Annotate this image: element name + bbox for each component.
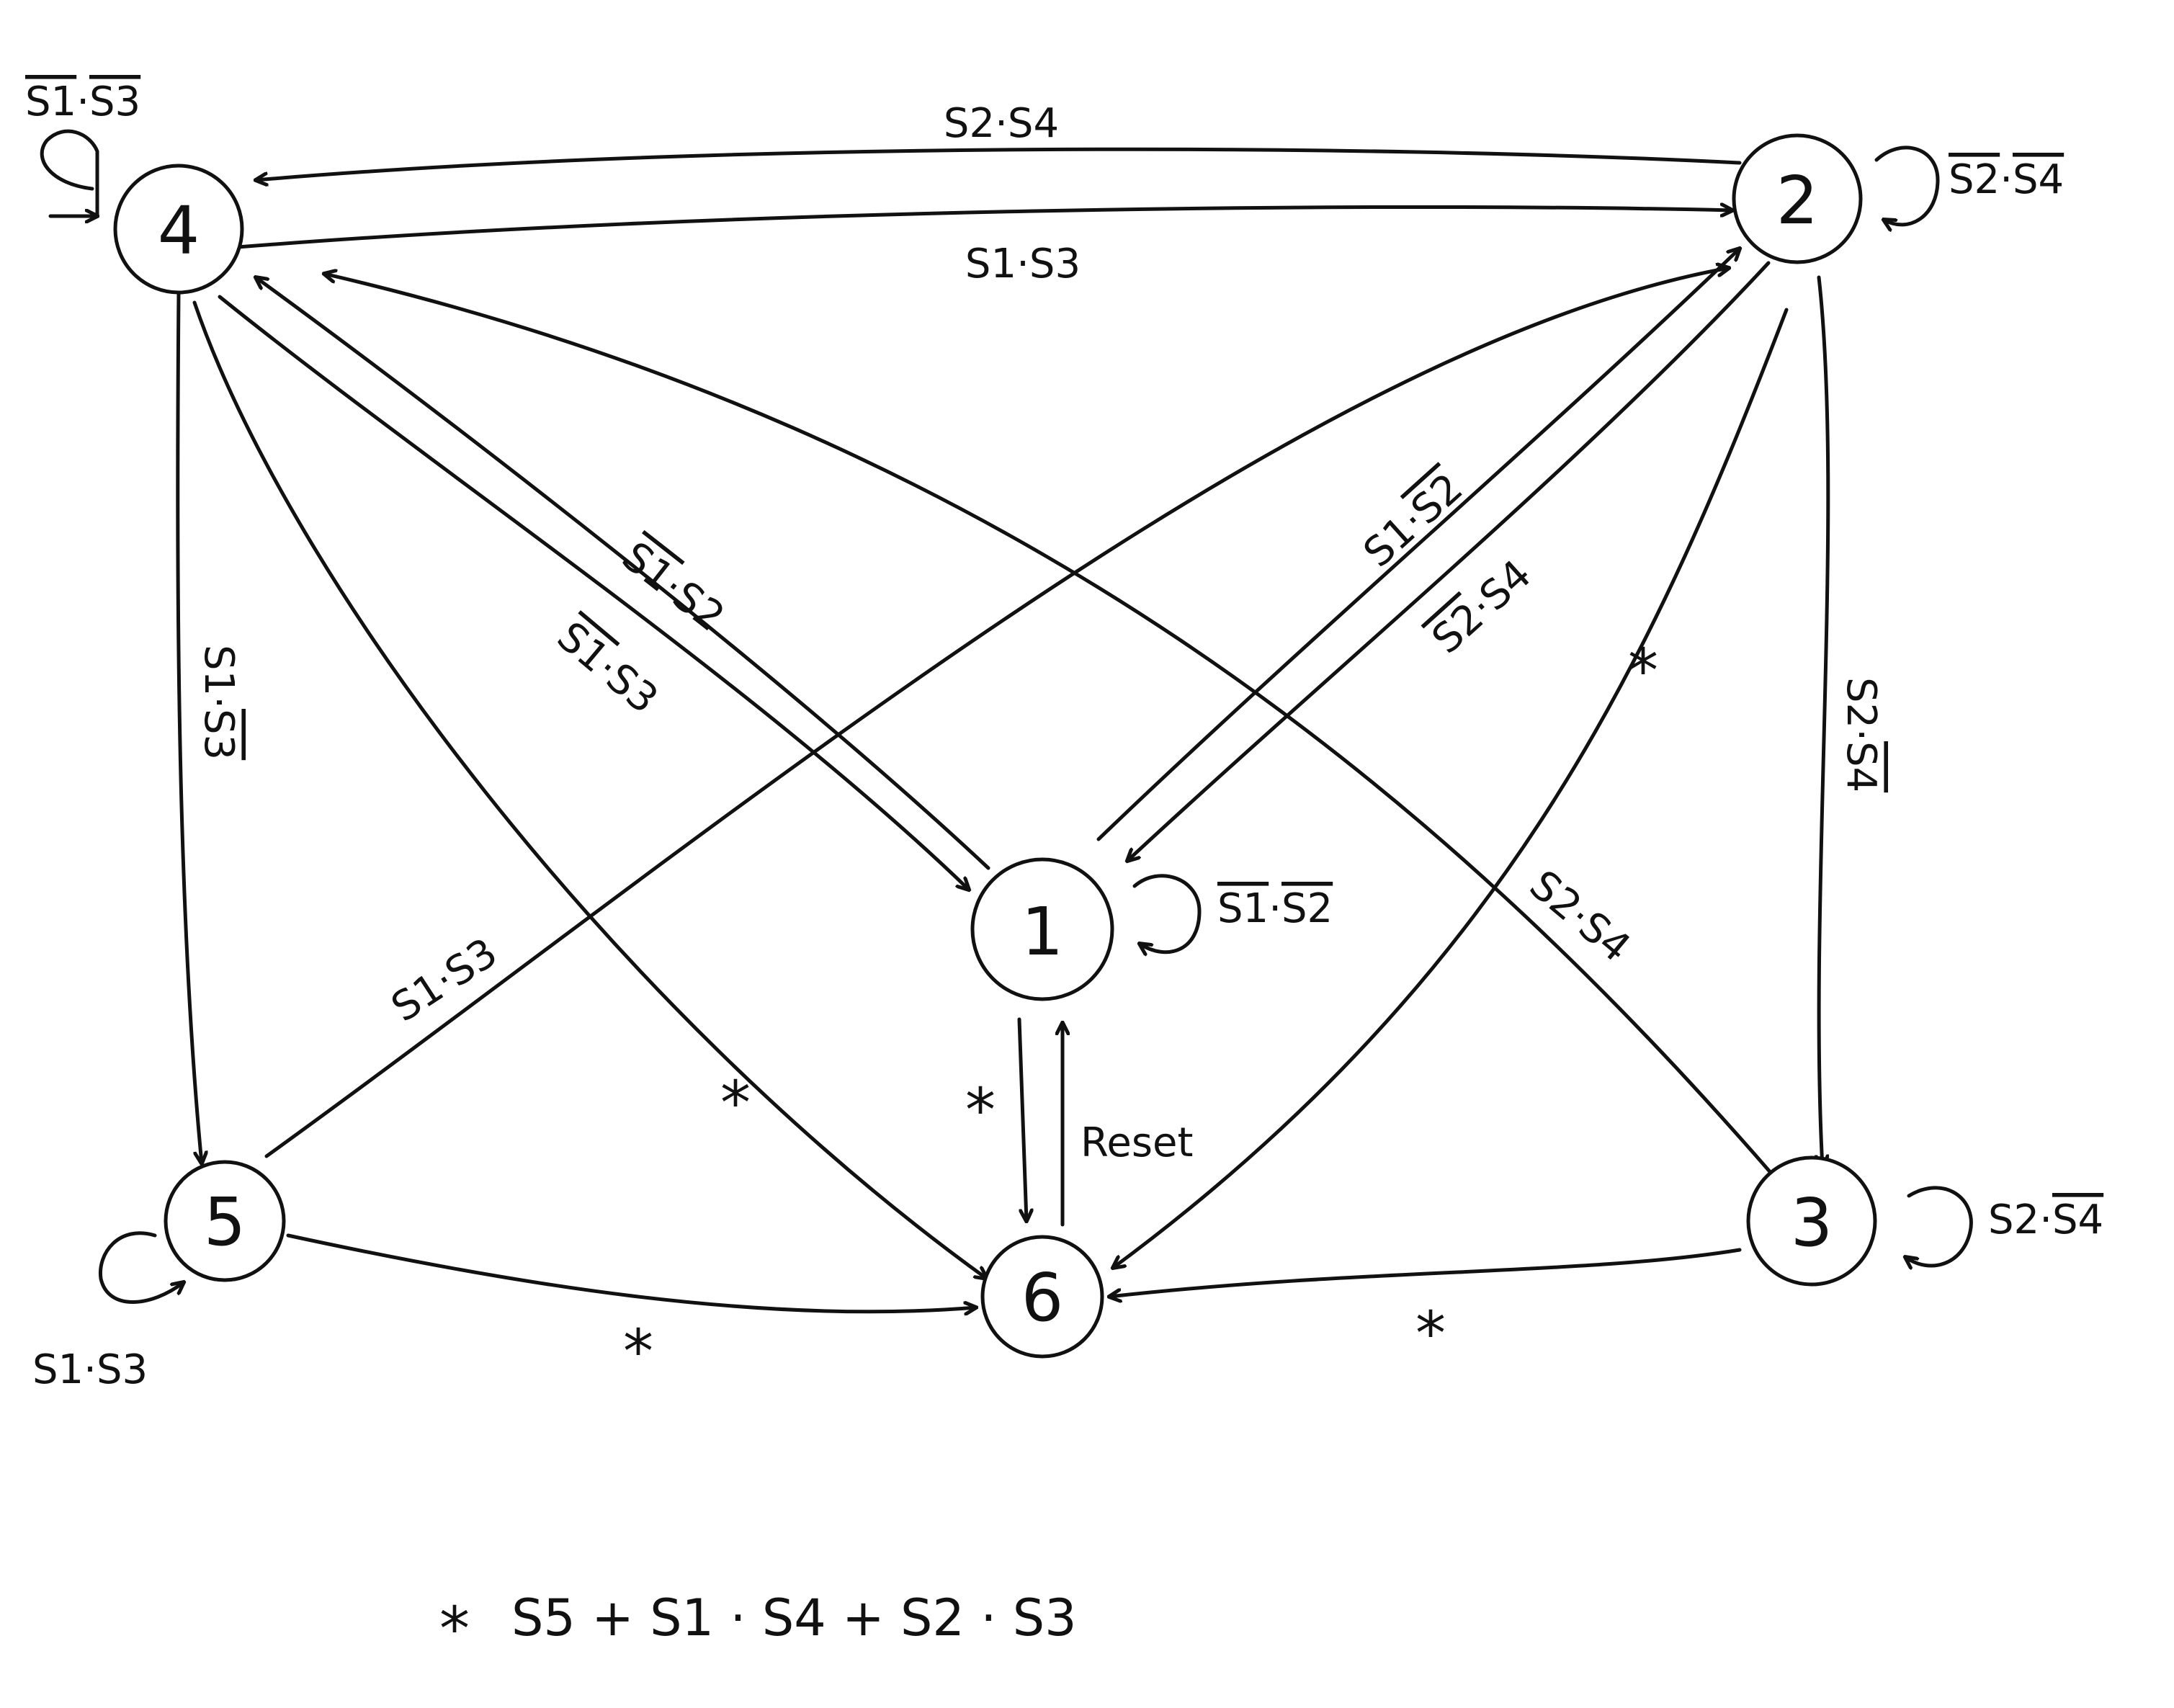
edge-5-to-2	[264, 268, 1729, 1158]
edge-3-to-6	[1109, 1248, 1742, 1297]
guard-4-self-term-1: S1	[25, 79, 76, 125]
node-3: 3	[1746, 1155, 1877, 1287]
edge-2-to-4	[256, 147, 1742, 180]
guard-4-self-loop: S1·S3	[25, 79, 140, 125]
guard-1-self-term-1: S1	[1217, 885, 1269, 932]
edge-4-to-5	[176, 290, 202, 1163]
edge-3-to-4	[324, 274, 1774, 1176]
guard-4-to-5-dot: ·	[195, 696, 242, 709]
node-5: 5	[164, 1160, 286, 1282]
guard-3-to-4: S2·S4	[1521, 862, 1639, 972]
edge-4-to-6	[192, 300, 987, 1279]
guard-4-self-dot: ·	[76, 79, 89, 125]
node-1: 1	[970, 857, 1114, 1001]
guard-1-to-2: S1·S2	[1355, 465, 1472, 576]
edge-5-to-6	[286, 1233, 976, 1312]
guard-4-to-1: S1·S3	[548, 613, 666, 723]
guard-3-self-dot: ·	[2039, 1197, 2052, 1243]
edge-4-to-1	[218, 295, 969, 890]
guard-2-self-loop: S2·S4	[1949, 156, 2064, 203]
guard-2-to-3-term-2: S4	[1838, 741, 1884, 792]
node-1-label: 1	[1021, 893, 1064, 970]
guard-2-to-4: S2·S4	[944, 100, 1059, 147]
guard-1-to-4: S1·S2	[613, 533, 733, 641]
edge-2-to-3	[1819, 275, 1830, 1167]
node-5-label: 5	[204, 1184, 246, 1261]
guard-3-self-term-2: S4	[2052, 1197, 2103, 1243]
edge-4-self-loop	[40, 129, 99, 218]
node-3-label: 3	[1791, 1184, 1833, 1261]
node-4: 4	[113, 164, 244, 295]
guard-2-self-dot: ·	[2000, 156, 2013, 203]
guard-1-self-dot: ·	[1269, 885, 1281, 932]
node-2-label: 2	[1776, 162, 1819, 239]
edge-2-to-1	[1127, 261, 1771, 861]
guard-4-to-6: *	[720, 1068, 751, 1138]
guard-5-to-6: *	[623, 1316, 653, 1387]
guard-4-to-2: S1·S3	[965, 241, 1081, 287]
edge-1-self-loop	[1132, 874, 1202, 952]
guard-4-self-term-2: S3	[89, 79, 140, 125]
guard-5-to-2: S1·S3	[383, 929, 506, 1032]
edge-1-to-4	[256, 277, 990, 870]
edge-5-self-loop	[98, 1231, 184, 1304]
node-6: 6	[980, 1235, 1104, 1359]
edge-1-to-2	[1096, 249, 1740, 841]
edge-3-self-loop	[1905, 1186, 1973, 1266]
guard-3-self-term-1: S2	[1988, 1197, 2039, 1243]
edge-2-to-6	[1113, 308, 1789, 1268]
node-6-label: 6	[1021, 1259, 1064, 1336]
legend-star: *	[439, 1593, 470, 1664]
guard-5-self-loop: S1·S3	[32, 1346, 148, 1393]
guard-1-self-term-2: S2	[1281, 885, 1333, 932]
guard-2-self-term-1: S2	[1949, 156, 2000, 203]
edge-4-to-2	[236, 207, 1732, 249]
legend: * S5 + S1 · S4 + S2 · S3	[439, 1588, 1077, 1664]
guard-3-to-6: *	[1415, 1298, 1446, 1369]
guard-4-to-5-term-1: S1	[195, 645, 242, 696]
guard-1-to-6: *	[965, 1075, 996, 1145]
guard-2-to-3-dot: ·	[1838, 728, 1884, 741]
legend-expression: S5 + S1 · S4 + S2 · S3	[511, 1588, 1077, 1647]
guard-2-to-3-term-1: S2	[1838, 677, 1884, 728]
node-4-label: 4	[158, 192, 200, 269]
edge-1-to-6	[1017, 1017, 1026, 1221]
guard-3-self-loop: S2·S4	[1988, 1197, 2103, 1243]
guard-2-to-1: S2·S4	[1423, 551, 1541, 663]
guard-6-to-1-reset: Reset	[1081, 1119, 1193, 1166]
guard-2-to-3: S2·S4	[1838, 677, 1884, 792]
guard-4-to-5-term-2: S3	[195, 709, 242, 760]
edge-2-self-loop	[1874, 146, 1940, 225]
guard-2-self-term-2: S4	[2013, 156, 2064, 203]
guard-1-self-loop: S1·S2	[1217, 885, 1333, 932]
guard-2-to-6: *	[1628, 635, 1658, 706]
guard-4-to-5: S1·S3	[195, 645, 242, 760]
node-2: 2	[1732, 133, 1863, 264]
